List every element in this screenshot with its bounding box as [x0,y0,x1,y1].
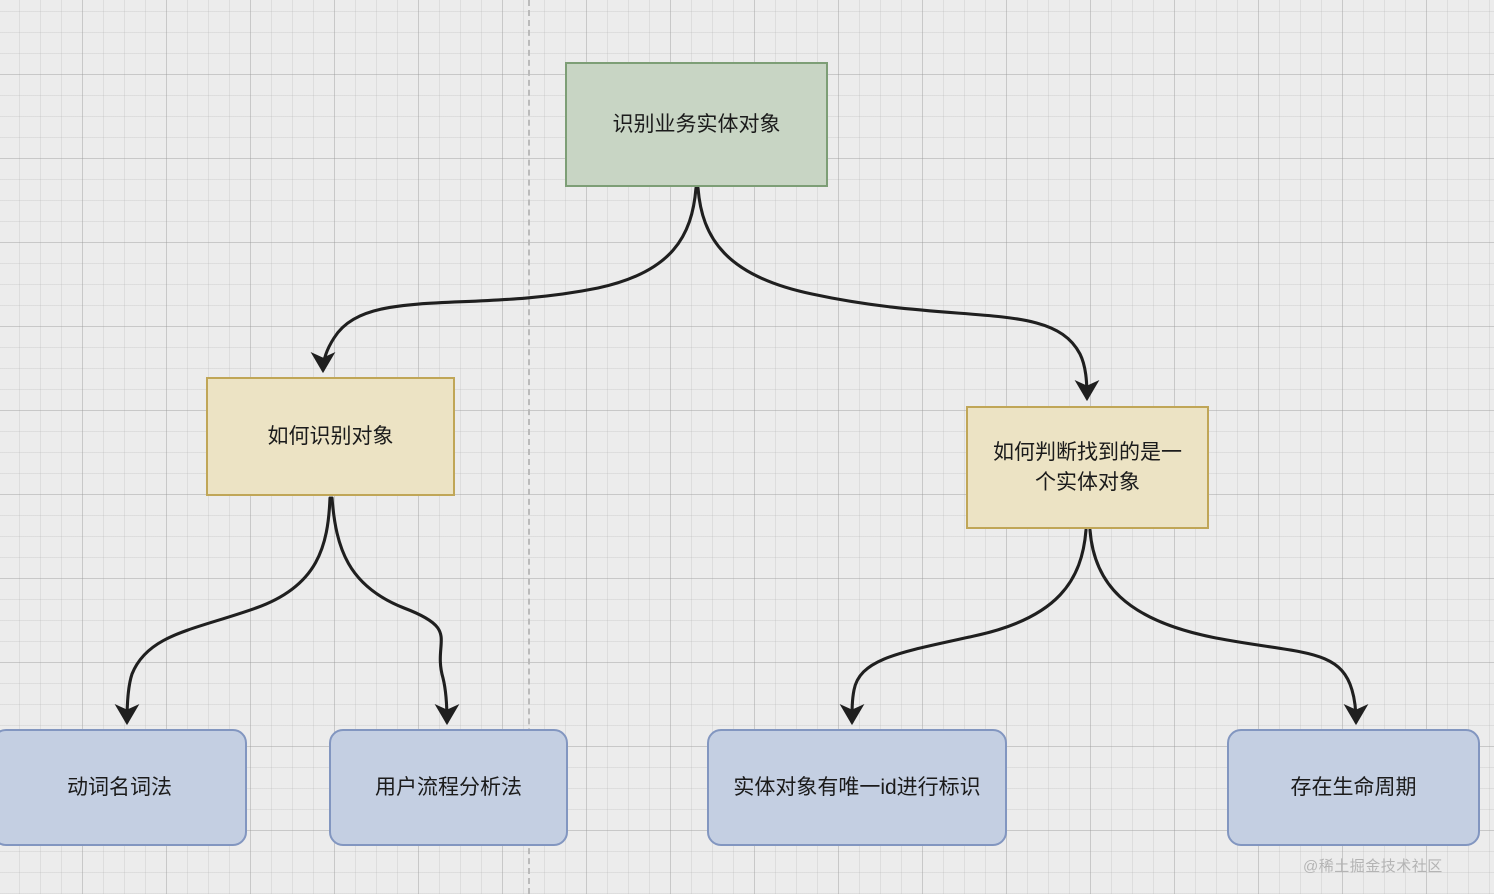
node-verb-noun-method[interactable]: 动词名词法 [0,729,247,846]
edge-root-to-mid-right [696,186,1100,402]
node-user-flow-analysis-method-label: 用户流程分析法 [375,775,522,799]
edge-mid-right-to-leaf-4 [1088,528,1369,726]
node-root[interactable]: 识别业务实体对象 [565,62,828,187]
edge-mid-right-to-leaf-3 [839,528,1088,726]
edge-root-to-mid-left [310,186,698,374]
node-has-lifecycle-label: 存在生命周期 [1290,775,1417,799]
node-verb-noun-method-label: 动词名词法 [67,775,172,799]
node-entity-has-unique-id-label: 实体对象有唯一id进行标识 [733,775,981,799]
watermark: @稀土掘金技术社区 [1303,858,1443,875]
node-user-flow-analysis-method[interactable]: 用户流程分析法 [329,729,568,846]
node-how-to-judge-entity[interactable]: 如何判断找到的是一 个实体对象 [966,406,1209,529]
node-root-label: 识别业务实体对象 [612,112,781,136]
node-how-to-identify-object[interactable]: 如何识别对象 [206,377,455,496]
node-entity-has-unique-id[interactable]: 实体对象有唯一id进行标识 [707,729,1007,846]
edge-mid-left-to-leaf-2 [330,496,460,726]
node-how-to-judge-entity-label: 如何判断找到的是一 个实体对象 [993,440,1182,494]
node-has-lifecycle[interactable]: 存在生命周期 [1227,729,1480,846]
page-break-guide [528,0,530,894]
edge-mid-left-to-leaf-1 [114,496,332,726]
node-how-to-identify-object-label: 如何识别对象 [267,424,394,448]
